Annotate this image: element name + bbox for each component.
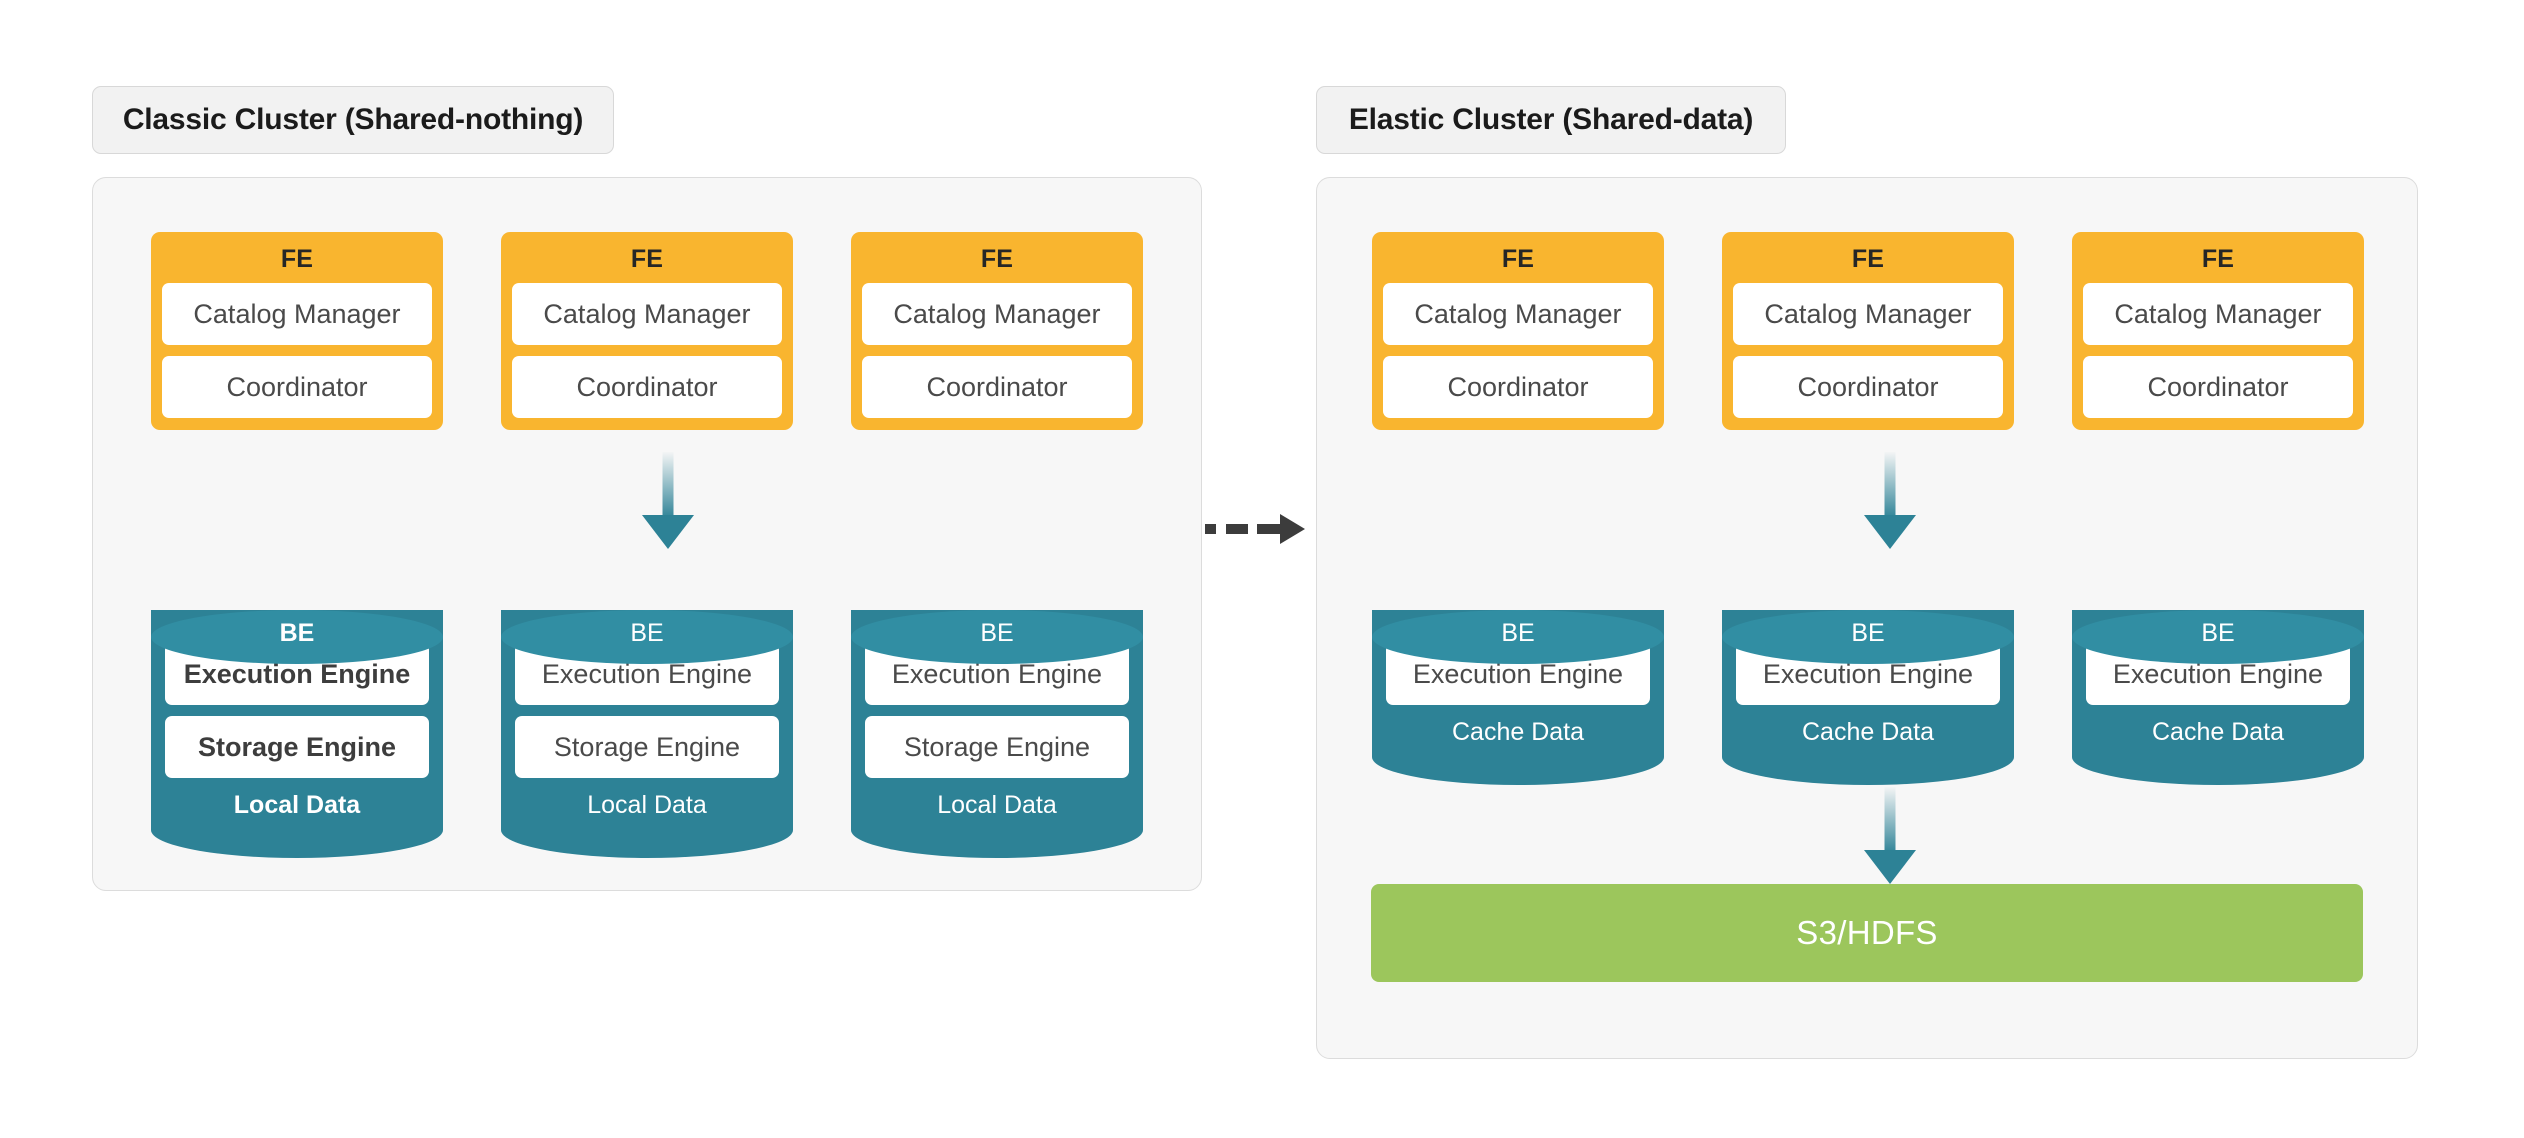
elastic-node-0-fe-column: FE Catalog Manager Coordinator [1372, 232, 1664, 430]
be-cylinder[interactable]: BE Execution Engine Cache Data [2072, 610, 2364, 785]
be-slot-storage-engine: Storage Engine [865, 716, 1129, 778]
cylinder-top-ellipse [2072, 610, 2364, 664]
be-data-label: Cache Data [1451, 718, 1585, 746]
arrow-head [1864, 515, 1916, 549]
fe-slot-catalog-manager: Catalog Manager [162, 283, 432, 345]
fe-slot-catalog-manager: Catalog Manager [2083, 283, 2353, 345]
be-cylinder[interactable]: BE Execution Engine Cache Data [1722, 610, 2014, 785]
classic-node-2-be-column: BE Execution Engine Storage Engine Local… [851, 583, 1143, 858]
elastic-node-2-be-column: BE Execution Engine Cache Data [2072, 583, 2364, 785]
fe-box[interactable]: FE Catalog Manager Coordinator [851, 232, 1143, 430]
be-title: BE [279, 619, 315, 647]
cylinder-top-ellipse [501, 610, 793, 664]
elastic-node-2-fe-column: FE Catalog Manager Coordinator [2072, 232, 2364, 430]
classic-node-0-fe-column: FE Catalog Manager Coordinator [151, 232, 443, 430]
arrow-head [1864, 850, 1916, 884]
cylinder-top-ellipse [851, 610, 1143, 664]
arrow-dot [1205, 524, 1216, 534]
fe-box[interactable]: FE Catalog Manager Coordinator [2072, 232, 2364, 430]
be-data-label: Cache Data [2151, 718, 2285, 746]
fe-box[interactable]: FE Catalog Manager Coordinator [1722, 232, 2014, 430]
shared-storage-block[interactable]: S3/HDFS [1371, 884, 2363, 982]
be-cylinder[interactable]: BE Execution Engine Cache Data [1372, 610, 1664, 785]
fe-title: FE [1851, 245, 1885, 273]
be-data-label: Local Data [937, 791, 1057, 819]
fe-slot-catalog-manager: Catalog Manager [862, 283, 1132, 345]
arrow-shaft [1884, 452, 1896, 519]
classic-node-1-be-column: BE Execution Engine Storage Engine Local… [501, 583, 793, 858]
down-arrow-icon [1860, 787, 1920, 884]
elastic-node-1-fe-column: FE Catalog Manager Coordinator [1722, 232, 2014, 430]
arrow-dash [1226, 524, 1248, 534]
elastic-node-0-be-column: BE Execution Engine Cache Data [1372, 583, 1664, 785]
be-title: BE [2201, 619, 2235, 647]
fe-box[interactable]: FE Catalog Manager Coordinator [151, 232, 443, 430]
cylinder-top-ellipse [1372, 610, 1664, 664]
fe-slot-coordinator: Coordinator [2083, 356, 2353, 418]
down-arrow-icon [638, 452, 698, 549]
fe-box[interactable]: FE Catalog Manager Coordinator [1372, 232, 1664, 430]
fe-title: FE [2201, 245, 2235, 273]
fe-slot-coordinator: Coordinator [162, 356, 432, 418]
fe-title: FE [1501, 245, 1535, 273]
fe-slot-coordinator: Coordinator [512, 356, 782, 418]
fe-box[interactable]: FE Catalog Manager Coordinator [501, 232, 793, 430]
be-data-label: Local Data [587, 791, 707, 819]
fe-slot-catalog-manager: Catalog Manager [1733, 283, 2003, 345]
be-cylinder[interactable]: BE Execution Engine Storage Engine Local… [151, 610, 443, 858]
fe-slot-coordinator: Coordinator [1383, 356, 1653, 418]
dashed-right-arrow-icon [1205, 512, 1305, 546]
arrow-shaft [1884, 787, 1896, 854]
be-cylinder[interactable]: BE Execution Engine Storage Engine Local… [851, 610, 1143, 858]
be-data-label: Local Data [233, 791, 361, 819]
elastic-node-1-be-column: BE Execution Engine Cache Data [1722, 583, 2014, 785]
fe-title: FE [980, 245, 1014, 273]
fe-slot-coordinator: Coordinator [1733, 356, 2003, 418]
classic-cluster-title: Classic Cluster (Shared-nothing) [92, 86, 614, 154]
fe-slot-catalog-manager: Catalog Manager [1383, 283, 1653, 345]
down-arrow-icon [1860, 452, 1920, 549]
fe-slot-catalog-manager: Catalog Manager [512, 283, 782, 345]
fe-title: FE [630, 245, 664, 273]
be-cylinder[interactable]: BE Execution Engine Storage Engine Local… [501, 610, 793, 858]
fe-slot-coordinator: Coordinator [862, 356, 1132, 418]
cylinder-top-ellipse [1722, 610, 2014, 664]
classic-node-1-fe-column: FE Catalog Manager Coordinator [501, 232, 793, 430]
be-data-label: Cache Data [1801, 718, 1935, 746]
fe-title: FE [280, 245, 314, 273]
classic-node-0-be-column: BE Execution Engine Storage Engine Local… [151, 583, 443, 858]
arrow-head [1280, 514, 1305, 544]
arrow-shaft [662, 452, 674, 519]
arrow-tail [1257, 524, 1283, 534]
classic-cluster-panel: FE Catalog Manager Coordinator FE Catalo… [92, 177, 1202, 891]
be-slot-storage-engine: Storage Engine [165, 716, 429, 778]
be-title: BE [1501, 619, 1535, 647]
elastic-cluster-title: Elastic Cluster (Shared-data) [1316, 86, 1786, 154]
classic-node-2-fe-column: FE Catalog Manager Coordinator [851, 232, 1143, 430]
arrow-head [642, 515, 694, 549]
be-title: BE [980, 619, 1014, 647]
be-title: BE [630, 619, 664, 647]
be-slot-storage-engine: Storage Engine [515, 716, 779, 778]
be-title: BE [1851, 619, 1885, 647]
cylinder-top-ellipse [151, 610, 443, 664]
